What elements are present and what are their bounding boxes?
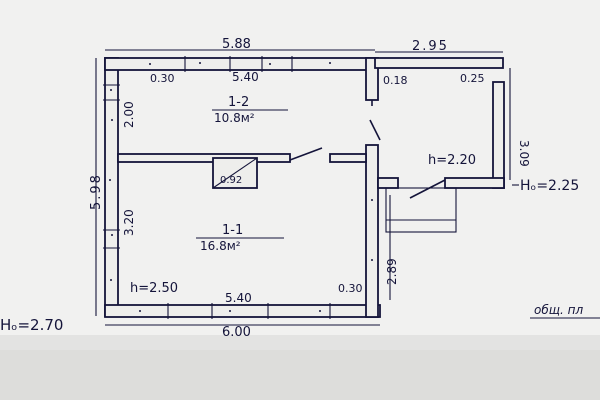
room-1-2-label: 1-2 10.8м² [212,95,288,125]
dim-right-inner-height: 2.89 [385,258,399,285]
dim-bottom-inner-thickness: 0.30 [338,282,363,295]
dim-top-inner-thickness: 0.30 [150,72,175,85]
dim-right-corner-thickness: 0.25 [460,72,485,85]
wall-hatching [109,62,373,312]
partition-door-swing [289,147,323,161]
building-outer-height: Hₒ=2.70 [0,316,63,334]
dim-top-right-length: 2.95 [412,39,449,54]
room-1-1-label: 1-1 16.8м² [196,223,284,253]
room-1-1-number: 1-1 [222,223,243,238]
paper-shadow-band-lower [0,350,600,400]
wall-top [104,57,376,71]
dim-bottom-total-length: 6.00 [222,325,251,340]
dim-left-lower-height: 3.20 [122,209,136,236]
room-1-2-number: 1-2 [228,95,249,110]
dim-inner-corner-thickness: 0.18 [383,74,408,87]
main-building-walls [104,57,381,318]
chimney: 0.92 [212,157,258,189]
porch-walls [374,57,505,300]
partition-wall-right [329,153,367,163]
porch-height: h=2.20 [428,153,476,168]
wall-right-lower [365,144,379,318]
partition-wall-left [117,153,291,163]
porch-outer-height: Hₒ=2.25 [520,178,579,194]
porch-wall-right [492,81,505,189]
wall-bottom [104,304,381,318]
porch-wall-top [374,57,504,69]
room-1-1-area: 16.8м² [200,239,241,253]
window-marks [103,56,331,319]
wall-left [104,57,119,317]
entrance-door [369,100,381,141]
main-room-height: h=2.50 [130,281,178,296]
porch-steps [385,187,457,233]
dim-porch-depth: 3.09 [517,140,531,167]
total-area-note: общ. пл [534,303,584,317]
dim-left-upper-height: 2.00 [122,101,136,128]
dim-top-left-length: 5.88 [222,37,251,52]
room-1-2-area: 10.8м² [214,111,255,125]
dim-left-total-height: 5.98 [89,173,104,210]
dimension-lines [95,49,519,326]
chimney-size-label: 0.92 [220,175,242,186]
dim-bottom-inner-length: 5.40 [225,291,252,305]
porch-door-swing [409,179,446,199]
interior-partition [117,147,367,163]
porch-wall-bottom [444,177,505,189]
porch-wall-bottom-left [377,177,399,189]
dim-top-inner-length: 5.40 [232,70,259,84]
